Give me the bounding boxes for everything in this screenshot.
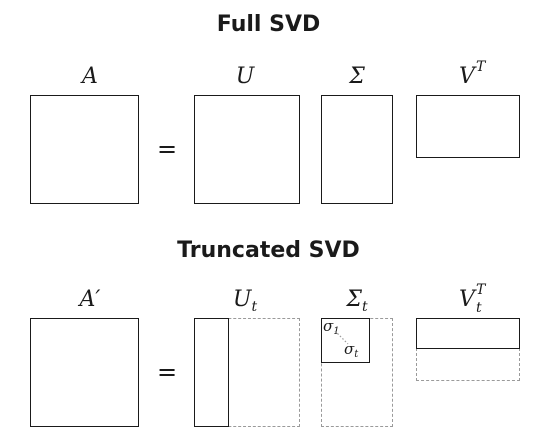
sigma-t-entry: σt [344,342,358,360]
full-v-label-text: V [459,64,475,89]
trunc-v-label-wrap: V T t [459,283,485,315]
sigma-1-symbol: σ [323,317,334,335]
sigma-t-symbol: σ [344,340,355,358]
full-v-label: V T [427,60,507,89]
trunc-v-label-text: V [459,287,475,312]
full-v-label-sup: T [475,59,486,75]
full-sigma-label: Σ [317,66,397,88]
full-a-label: A [50,66,130,88]
full-equals-sign: = [156,135,178,163]
trunc-a-matrix [30,318,139,427]
diagonal-ellipsis [334,330,349,345]
trunc-a-label-text: A′ [79,287,101,312]
full-u-label: U [205,66,285,88]
full-sigma-matrix [321,95,393,204]
trunc-u-label-text: U [232,287,252,312]
full-sigma-label-text: Σ [349,64,365,89]
trunc-sigma-label-text: Σ [346,287,362,312]
sigma-1-sub: 1 [333,326,340,337]
trunc-v-label-sub: t [475,300,482,316]
sigma-t-sub: t [354,349,359,360]
full-v-matrix [416,95,520,158]
trunc-sigma-label: Σt [317,287,397,315]
trunc-v-label: V T t [427,283,507,315]
full-a-matrix [30,95,139,204]
full-u-matrix [194,95,300,204]
full-a-label-text: A [82,64,98,89]
trunc-sigma-label-sub: t [361,299,368,315]
trunc-u-matrix [194,318,229,427]
truncated-svd-title: Truncated SVD [177,238,360,263]
full-v-label-wrap: V T [459,60,485,89]
trunc-v-matrix [416,318,520,349]
trunc-v-label-sup: T [475,282,486,298]
trunc-sigma-matrix [321,318,370,363]
full-svd-title: Full SVD [216,12,321,37]
trunc-u-label: Ut [205,287,285,315]
full-u-label-text: U [235,64,255,89]
trunc-u-label-sub: t [251,299,258,315]
trunc-equals-sign: = [156,358,178,386]
trunc-a-label: A′ [50,289,130,311]
sigma-1-entry: σ1 [323,319,340,337]
